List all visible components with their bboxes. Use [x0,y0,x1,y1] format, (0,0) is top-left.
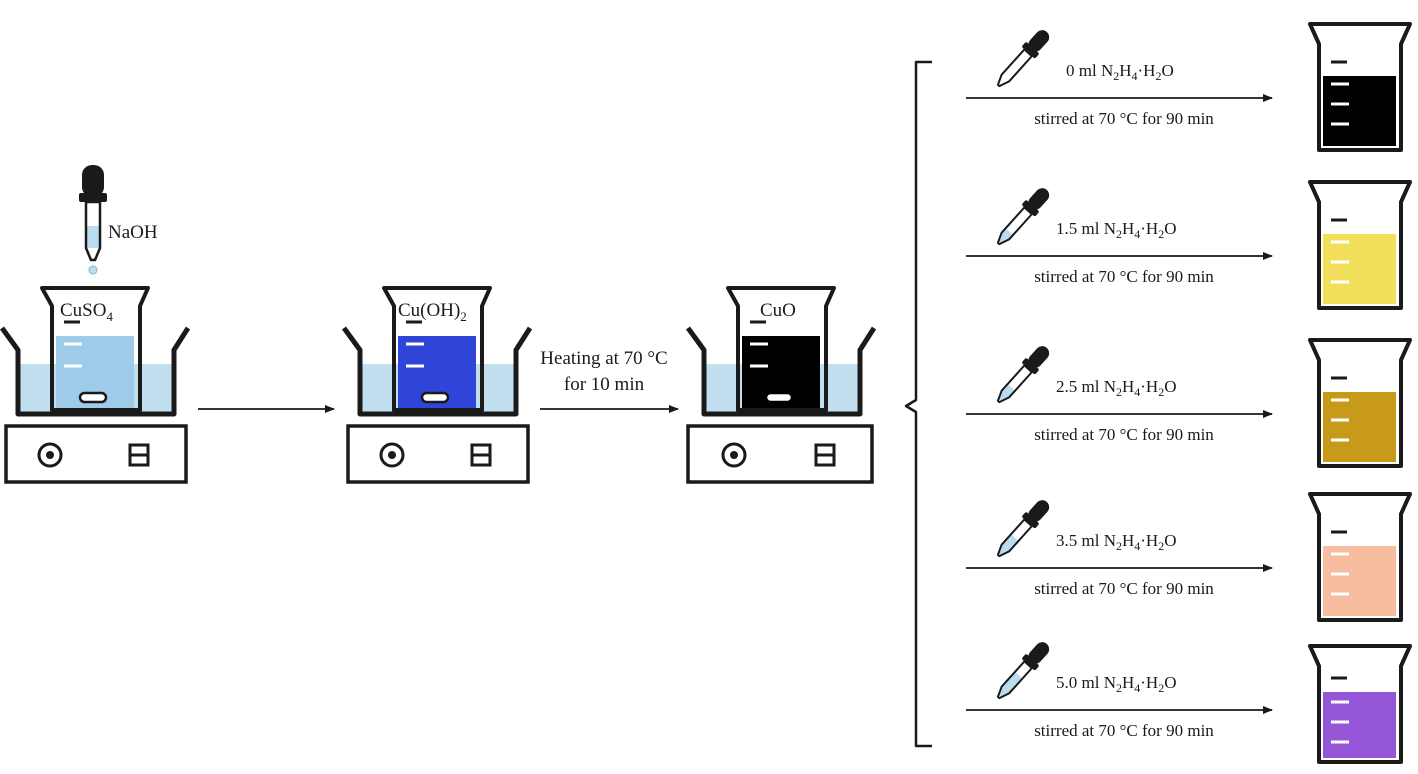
beaker-label-cuo: CuO [760,300,796,321]
branch-row: 0 ml N2H4·H2O stirred at 70 °C for 90 mi… [966,22,1412,152]
dropper-collar [79,193,107,202]
branch-reagent-label: 2.5 ml N2H4·H2O [1056,377,1177,399]
product-liquid [1323,546,1396,616]
hot-plate-knob [379,442,405,468]
dropper-n2h4 [996,188,1050,246]
dropper-collar [1022,200,1039,216]
branch-row: 3.5 ml N2H4·H2O stirred at 70 °C for 90 … [966,492,1412,622]
hot-plate-knob [37,442,63,468]
dropper-tube [996,206,1033,246]
product-beaker [1308,644,1412,764]
hot-plate-knob-center [730,451,738,459]
dropper-liquid [999,228,1013,243]
branch-list: 0 ml N2H4·H2O stirred at 70 °C for 90 mi… [966,22,1412,764]
branch-row: 5.0 ml N2H4·H2O stirred at 70 °C for 90 … [966,642,1412,764]
dropper-label-naoh: NaOH [108,222,158,243]
beaker-outline [40,286,150,412]
stir-bar [764,391,794,404]
dropper-liquid [999,384,1015,401]
dropper-collar [1022,512,1039,528]
hot-plate-knob [721,442,747,468]
arrow-2-label-line1: Heating at 70 °C [540,348,667,369]
branch-reagent-label: 1.5 ml N2H4·H2O [1056,219,1177,241]
dropper-n2h4 [996,500,1050,558]
product-beaker-outline [1308,338,1412,468]
dropper-tube [996,48,1033,88]
product-liquid [1323,392,1396,462]
product-beaker-outline [1308,180,1412,310]
hot-plate [686,424,874,484]
bath-container [685,326,877,417]
dropper-bulb [1028,30,1050,52]
product-beaker [1308,22,1412,152]
dropper-bulb [1028,500,1050,522]
stage-1-apparatus: CuSO4 NaOH [0,165,191,484]
bath-container [0,326,191,417]
product-beaker [1308,338,1412,468]
branch-bracket [904,60,932,748]
dropper-n2h4 [996,346,1050,404]
branch-reagent-label: 5.0 ml N2H4·H2O [1056,673,1177,695]
dropper-bulb [1028,346,1050,368]
branch-condition-label: stirred at 70 °C for 90 min [1034,267,1214,286]
dropper-bulb [1028,642,1050,664]
dropper-tube [996,518,1033,558]
product-beaker-outline [1308,492,1412,622]
beaker-outline [382,286,492,412]
branch-row: 1.5 ml N2H4·H2O stirred at 70 °C for 90 … [966,180,1412,310]
dropper-collar [1022,42,1039,58]
product-beaker [1308,492,1412,622]
branch-reagent-label: 0 ml N2H4·H2O [1066,61,1174,83]
dropper-tube [84,200,102,262]
product-beaker-outline [1308,22,1412,152]
beaker-label-cuso4: CuSO4 [60,300,113,324]
branch-condition-label: stirred at 70 °C for 90 min [1034,721,1214,740]
product-liquid [1323,234,1396,304]
hot-plate-knob-center [388,451,396,459]
branch-condition-label: stirred at 70 °C for 90 min [1034,425,1214,444]
dropper-liquid [999,672,1022,697]
beaker-label-cuoh2: Cu(OH)2 [398,300,467,324]
product-liquid [1323,76,1396,146]
dropper-n2h4 [996,642,1050,700]
dropper-tube [996,364,1033,404]
dropper-collar [1022,358,1039,374]
branch-row: 2.5 ml N2H4·H2O stirred at 70 °C for 90 … [966,338,1412,468]
droplet [88,265,98,275]
product-beaker-outline [1308,644,1412,764]
bath-container [341,326,533,417]
dropper-naoh: NaOH [79,165,158,275]
dropper-bulb [82,165,104,197]
dropper-n2h4 [996,30,1050,88]
branch-reagent-label: 3.5 ml N2H4·H2O [1056,531,1177,553]
hot-plate-knob-center [46,451,54,459]
dropper-bulb [1028,188,1050,210]
stage-3-apparatus: CuO [685,286,877,484]
branch-condition-label: stirred at 70 °C for 90 min [1034,109,1214,128]
dropper-collar [1022,654,1039,670]
stir-bar [78,391,108,404]
dropper-liquid [999,534,1018,555]
branch-condition-label: stirred at 70 °C for 90 min [1034,579,1214,598]
product-beaker [1308,180,1412,310]
dropper-liquid [87,226,99,248]
stage-2-apparatus: Cu(OH)2 [341,286,533,484]
dropper-tube [996,660,1033,700]
beaker-outline [726,286,836,412]
hot-plate [346,424,530,484]
hot-plate [4,424,188,484]
stir-bar [420,391,450,404]
arrow-2-label-line2: for 10 min [564,374,645,395]
